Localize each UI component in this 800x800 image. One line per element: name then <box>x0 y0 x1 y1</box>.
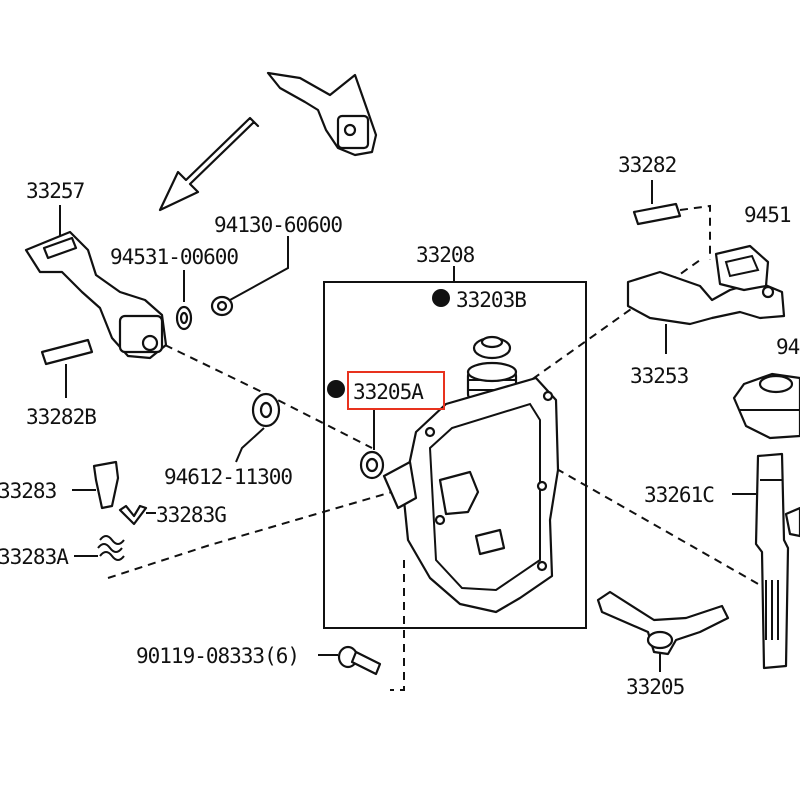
nut-94130-60600 <box>210 236 289 317</box>
label-9451x: 9451 <box>744 203 791 227</box>
label-33257: 33257 <box>26 179 85 203</box>
label-33283a: 33283A <box>0 545 69 569</box>
washer-94612-11300 <box>235 392 281 463</box>
bullet-33203b <box>432 289 450 307</box>
label-94130-60600: 94130-60600 <box>214 213 342 237</box>
shaft-33261c <box>732 452 800 670</box>
label-33283g: 33283G <box>156 503 226 527</box>
label-33253: 33253 <box>630 364 689 388</box>
label-94531-00600: 94531-00600 <box>110 245 238 269</box>
label-33203b: 33203B <box>456 288 526 312</box>
pin-33282 <box>632 180 711 260</box>
label-94x: 94 <box>776 335 800 359</box>
label-33261c: 33261C <box>644 483 714 507</box>
shift-fork-33205 <box>596 590 730 672</box>
shift-lever-33257 <box>24 205 168 360</box>
washer-94531-00600 <box>175 270 193 331</box>
label-90119-08333: 90119-08333(6) <box>136 644 299 668</box>
clip-33283g <box>118 504 156 526</box>
label-33282b: 33282B <box>26 405 96 429</box>
label-33205: 33205 <box>626 675 684 699</box>
bullet-33205a <box>327 380 345 398</box>
spring-33283a <box>74 535 125 561</box>
bolt-90119-08333 <box>318 645 382 676</box>
label-94612-11300: 94612-11300 <box>164 465 292 489</box>
label-33205a: 33205A <box>353 380 424 404</box>
label-33283: 33283 <box>0 479 57 503</box>
label-33282: 33282 <box>618 153 676 177</box>
pin-33283 <box>72 460 120 510</box>
pin-33282b <box>40 338 94 398</box>
highlight-box-33205a <box>347 371 445 410</box>
direction-arrow <box>158 116 260 212</box>
housing-group-33208 <box>323 266 587 629</box>
top-linkage-part <box>266 71 378 157</box>
label-33208: 33208 <box>416 243 475 267</box>
assembly-guide-lines <box>107 259 761 691</box>
cap-right <box>732 372 800 440</box>
block-33253 <box>626 244 786 354</box>
